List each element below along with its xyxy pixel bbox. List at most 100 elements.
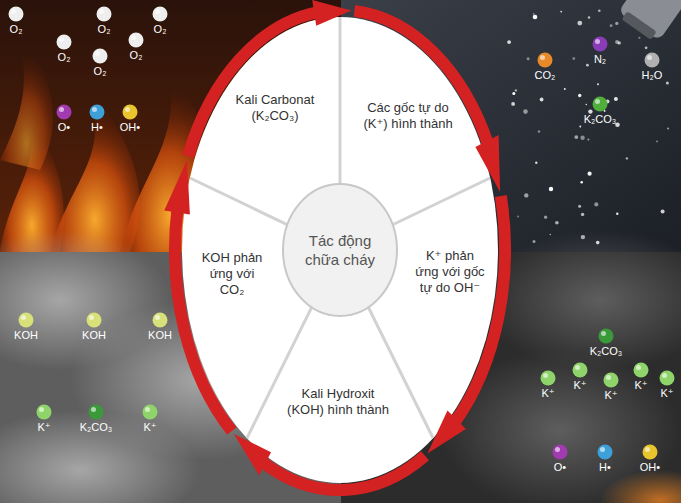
molecule-ball	[37, 405, 52, 420]
particle-dot	[661, 210, 665, 214]
ball-highlight	[155, 9, 160, 14]
molecule-ball	[87, 313, 102, 328]
cycle-step: Kali Hydroxit (KOH) hình thành	[286, 386, 390, 418]
particle-dot	[588, 172, 592, 176]
molecule-group	[9, 7, 675, 460]
canister-nozzle	[621, 11, 656, 40]
ball-highlight	[11, 9, 16, 14]
molecule-label: K₂CO₃	[80, 421, 113, 434]
particle-dot	[666, 82, 669, 85]
molecule-ball	[143, 405, 158, 420]
particle-dot	[588, 16, 590, 18]
ring-arc	[175, 208, 232, 431]
ball-highlight	[555, 447, 560, 452]
molecule-label: O₂	[94, 65, 107, 78]
particle-dot	[638, 37, 640, 39]
canister-body	[618, 0, 681, 41]
cycle-step: KOH phản ứng với CO₂	[196, 250, 268, 298]
molecule-label: K⁺	[541, 387, 554, 400]
molecule-ball	[57, 105, 72, 120]
ball-highlight	[600, 447, 605, 452]
arrow-head	[312, 0, 351, 26]
molecule-ball	[538, 53, 553, 68]
particle-dot	[586, 104, 588, 106]
particle-dot	[544, 216, 547, 219]
molecule-label: O₂	[10, 23, 23, 36]
step-label: Kali Hydroxit (KOH) hình thành	[286, 386, 390, 418]
ball-highlight	[39, 407, 44, 412]
ball-highlight	[647, 55, 652, 60]
particle-dot	[512, 92, 515, 95]
ball-highlight	[99, 9, 104, 14]
arrow-head	[475, 135, 500, 192]
molecule-ball	[19, 313, 34, 328]
molecule-label: O₂	[130, 49, 143, 62]
molecule-label: CO₂	[535, 69, 556, 82]
ball-highlight	[95, 51, 100, 56]
molecule-label: K⁺	[604, 389, 617, 402]
particle-dot	[517, 216, 519, 218]
molecule-ball	[129, 33, 144, 48]
cycle-step: Kali Carbonat (K₂CO₃)	[229, 92, 321, 124]
molecule-ball	[643, 445, 658, 460]
particle-dot	[610, 24, 613, 27]
cycle-arrow	[354, 11, 500, 192]
molecule-label: K₂CO₃	[590, 345, 623, 358]
molecule-ball	[573, 363, 588, 378]
center-ellipse-shape	[283, 184, 397, 316]
ring-arc	[263, 456, 426, 490]
molecule-label: O•	[58, 121, 70, 134]
ring-arc	[188, 12, 317, 156]
particle-dot	[524, 193, 528, 197]
particle-dot	[550, 234, 552, 236]
particle-dot	[578, 94, 581, 97]
ball-highlight	[89, 315, 94, 320]
molecule-label: H•	[91, 121, 103, 134]
ball-highlight	[662, 373, 667, 378]
particle-dot	[549, 187, 553, 191]
cycle-arrow	[188, 0, 351, 156]
particle-dot	[515, 89, 517, 91]
particle-dot	[597, 83, 599, 85]
ball-highlight	[540, 55, 545, 60]
molecule-label: KOH	[82, 329, 106, 342]
molecule-ball	[645, 53, 660, 68]
molecule-ball	[123, 105, 138, 120]
particle-dot	[579, 126, 581, 128]
molecule-ball	[93, 49, 108, 64]
flame	[50, 90, 140, 252]
arrow-head	[427, 411, 466, 454]
molecule-label: O₂	[98, 23, 111, 36]
particle-dot	[580, 136, 584, 140]
particle-dot	[560, 11, 562, 13]
molecule-label: K⁺	[573, 379, 586, 392]
molecule-label: H₂O	[642, 69, 663, 82]
ball-highlight	[575, 365, 580, 370]
particle-group	[507, 10, 669, 245]
particle-dot	[574, 135, 578, 139]
molecule-ball	[660, 371, 675, 386]
molecule-label: H•	[599, 461, 611, 474]
cycle-arrow	[234, 434, 425, 490]
center-title: Tác động chữa cháy	[296, 231, 384, 269]
ring-arc	[455, 196, 505, 423]
step-label: Kali Carbonat (K₂CO₃)	[229, 92, 321, 124]
molecule-label: O•	[554, 461, 566, 474]
particle-dot	[616, 213, 618, 215]
molecule-label: O₂	[154, 23, 167, 36]
particle-dot	[615, 40, 619, 44]
ball-highlight	[21, 315, 26, 320]
molecule-ball	[90, 105, 105, 120]
molecule-label: K⁺	[660, 387, 673, 400]
ball-highlight	[606, 375, 611, 380]
molecule-ball	[604, 373, 619, 388]
molecule-label: K₂CO₃	[584, 113, 617, 126]
ball-highlight	[59, 107, 64, 112]
molecule-label: OH•	[640, 461, 660, 474]
particle-dot	[645, 46, 648, 49]
step-label: KOH phản ứng với CO₂	[196, 250, 268, 298]
molecule-ball	[153, 313, 168, 328]
molecule-ball	[97, 7, 112, 22]
ball-highlight	[595, 99, 600, 104]
